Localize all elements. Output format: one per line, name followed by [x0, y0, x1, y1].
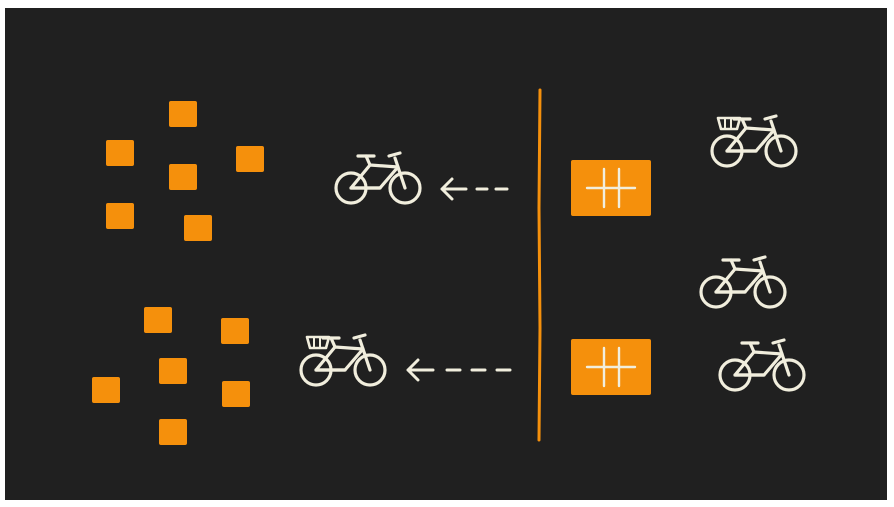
square-block-icon: [159, 358, 187, 384]
square-block-icon: [106, 203, 134, 229]
basket-bicycle-icon: [299, 333, 387, 387]
square-block-icon: [236, 146, 264, 172]
square-block-icon: [92, 377, 120, 403]
square-block-icon: [169, 101, 197, 127]
diagram-canvas: [5, 8, 887, 500]
bicycle-icon: [699, 255, 787, 309]
square-block-icon: [144, 307, 172, 333]
window-panel-icon: [569, 158, 653, 218]
block-group-lower: [92, 307, 250, 445]
bicycle-icon: [718, 338, 806, 392]
diagram-svg: [92, 88, 806, 445]
square-block-icon: [159, 419, 187, 445]
square-block-icon: [222, 381, 250, 407]
square-block-icon: [169, 164, 197, 190]
square-block-icon: [184, 215, 212, 241]
square-block-icon: [106, 140, 134, 166]
window-panel-icon: [569, 337, 653, 397]
arrow-left-icon: [406, 358, 512, 382]
basket-bicycle-icon: [710, 114, 798, 168]
bicycle-icon: [334, 151, 422, 205]
divider-line: [537, 88, 542, 442]
arrow-left-icon: [440, 177, 509, 201]
block-group-upper: [106, 101, 264, 241]
square-block-icon: [221, 318, 249, 344]
